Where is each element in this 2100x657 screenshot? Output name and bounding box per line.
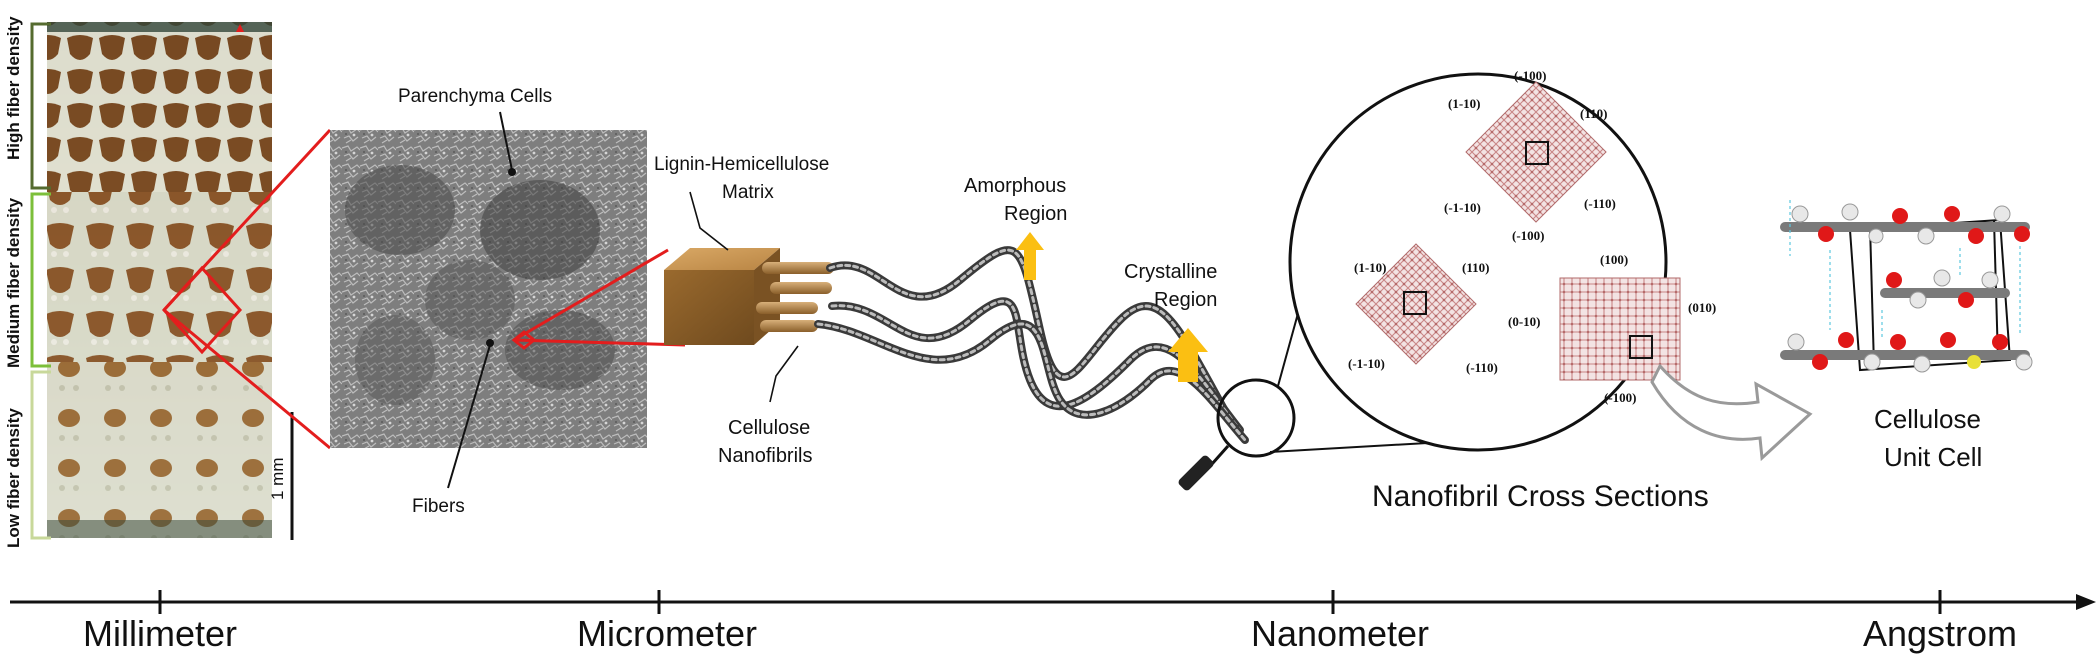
unit-cell-arrow — [1650, 363, 1813, 462]
cross-sections-title: Nanofibril Cross Sections — [1372, 480, 1709, 513]
chain-top — [1780, 203, 2030, 245]
crystalline-label-line1: Crystalline — [1124, 261, 1217, 283]
matrix-pointer — [689, 191, 729, 251]
cross-section-circle — [1288, 72, 1681, 452]
miller-right-0: (100) — [1600, 252, 1628, 267]
miller-left-0: (1-10) — [1354, 260, 1387, 275]
sem-image — [330, 130, 647, 448]
zoom-indicator-um — [511, 248, 686, 350]
miller-left-3: (-110) — [1466, 360, 1498, 375]
nanofibrils-label-line1: Cellulose — [728, 417, 810, 439]
chain-middle — [1880, 269, 2010, 309]
matrix-label-line1: Lignin-Hemicellulose — [654, 154, 829, 175]
crystalline-label-line2: Region — [1154, 289, 1217, 311]
chain-bottom — [1780, 332, 2033, 373]
axis-label-nanometer: Nanometer — [1251, 613, 1429, 654]
miller-top-5: (-100) — [1512, 228, 1545, 243]
nanofibril-strands — [814, 246, 1249, 444]
high-density-label: High fiber density — [4, 16, 23, 160]
fibril-rods — [756, 262, 834, 332]
miller-top-2: (110) — [1580, 106, 1607, 121]
fibers-pointer — [447, 344, 491, 489]
unit-cell-label-line2: Unit Cell — [1884, 442, 1982, 472]
unit-cell-label-line1: Cellulose — [1874, 404, 1981, 434]
axis-label-micrometer: Micrometer — [577, 613, 757, 654]
parenchyma-dot — [508, 168, 516, 176]
amorphous-label-line1: Amorphous — [964, 175, 1066, 197]
miller-left-2: (-1-10) — [1348, 356, 1385, 371]
miller-right-1: (0-10) — [1508, 314, 1541, 329]
scale-axis — [10, 590, 2096, 614]
amorphous-arrow — [1016, 232, 1044, 280]
amorphous-label-line2: Region — [1004, 203, 1067, 225]
medium-density-label: Medium fiber density — [4, 197, 23, 368]
miller-left-1: (110) — [1462, 260, 1489, 275]
unit-cell-model — [1780, 200, 2033, 373]
nanofibrils-pointer — [769, 345, 799, 403]
miller-top-0: (-100) — [1514, 68, 1547, 83]
miller-top-3: (-1-10) — [1444, 200, 1481, 215]
axis-label-angstrom: Angstrom — [1863, 613, 2017, 654]
miller-right-3: (-100) — [1604, 390, 1637, 405]
fibers-dot — [486, 339, 494, 347]
miller-top-1: (1-10) — [1448, 96, 1481, 111]
parenchyma-label: Parenchyma Cells — [398, 86, 552, 107]
fibers-label: Fibers — [412, 496, 465, 517]
density-brackets — [30, 22, 51, 540]
zoom-indicator-mm — [161, 128, 332, 450]
matrix-block — [664, 248, 780, 345]
stem-photo — [47, 22, 272, 538]
nanofibrils-label-line2: Nanofibrils — [718, 445, 812, 467]
axis-label-millimeter: Millimeter — [83, 613, 237, 654]
miller-right-2: (010) — [1688, 300, 1716, 315]
crystalline-arrow — [1168, 328, 1208, 382]
parenchyma-pointer — [499, 111, 513, 171]
scale-bar-label: 1 mm — [268, 458, 287, 501]
matrix-label-line2: Matrix — [722, 182, 774, 203]
low-density-label: Low fiber density — [4, 408, 23, 548]
miller-top-4: (-110) — [1584, 196, 1616, 211]
